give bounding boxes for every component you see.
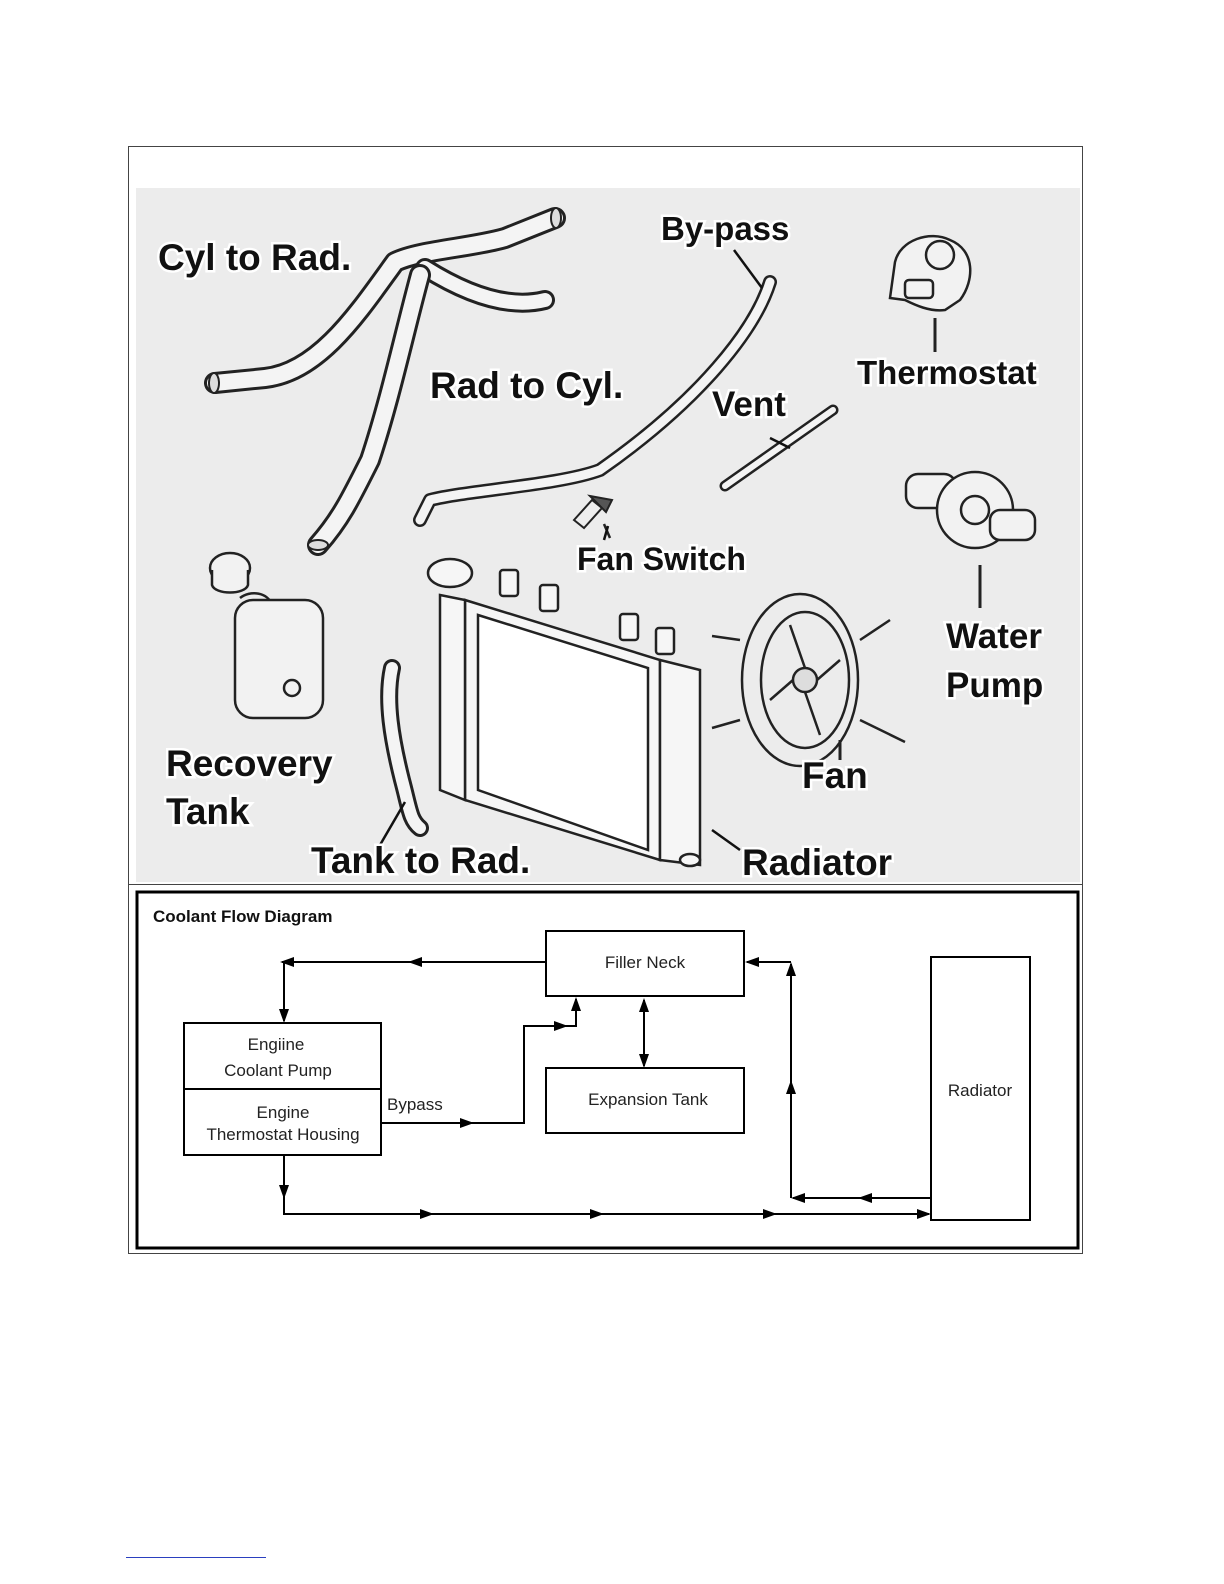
label-recovery-tank-line2: Tank xyxy=(166,791,250,832)
radiator-box-label: Radiator xyxy=(948,1081,1013,1100)
expansion-tank-label: Expansion Tank xyxy=(588,1090,708,1109)
label-bypass: By-pass xyxy=(661,210,789,247)
label-tank-to-rad: Tank to Rad. xyxy=(311,840,530,881)
thermostat-housing-label-line1: Engine xyxy=(257,1103,310,1122)
bypass-label: Bypass xyxy=(387,1095,443,1114)
label-thermostat: Thermostat xyxy=(857,354,1037,391)
thermostat-part xyxy=(890,236,970,352)
label-fan: Fan xyxy=(802,755,868,796)
label-rad-to-cyl: Rad to Cyl. xyxy=(430,365,623,406)
label-cyl-to-rad: Cyl to Rad. xyxy=(158,237,351,278)
label-radiator: Radiator xyxy=(742,842,892,883)
water-pump-part xyxy=(906,472,1035,608)
label-vent: Vent xyxy=(712,385,786,424)
coolant-pump-label-line2: Coolant Pump xyxy=(224,1061,332,1080)
fan-part xyxy=(712,594,905,766)
thermostat-housing-label-line2: Thermostat Housing xyxy=(206,1125,359,1144)
recovery-tank-part xyxy=(210,553,323,718)
label-water-pump-line2: Pump xyxy=(946,666,1043,705)
filler-neck-label: Filler Neck xyxy=(605,953,686,972)
flow-diagram-title: Coolant Flow Diagram xyxy=(153,907,332,926)
label-water-pump-line1: Water xyxy=(946,617,1042,656)
coolant-pump-label-line1: Engiine xyxy=(248,1035,305,1054)
label-fan-switch: Fan Switch xyxy=(577,541,746,577)
thermostat-housing-box xyxy=(184,1089,381,1155)
radiator-part xyxy=(428,559,700,866)
footer-rule xyxy=(126,1557,266,1558)
label-recovery-tank-line1: Recovery xyxy=(166,743,333,784)
